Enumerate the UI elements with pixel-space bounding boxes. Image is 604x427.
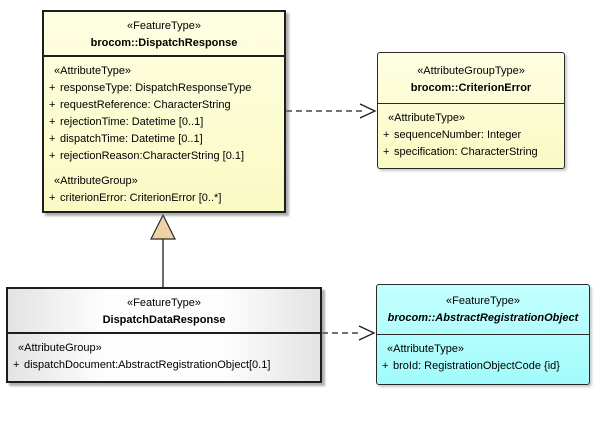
- class-dispatch-response[interactable]: «FeatureType» brocom::DispatchResponse «…: [42, 10, 286, 213]
- attribute-row: + rejectionTime: Datetime [0..1]: [44, 114, 284, 131]
- attribute-group-stereotype: «AttributeGroup»: [8, 340, 320, 357]
- generalization-arrow[interactable]: [150, 213, 176, 287]
- class-criterion-error[interactable]: «AttributeGroupType» brocom::CriterionEr…: [377, 52, 565, 169]
- attributes-compartment: «AttributeType» + sequenceNumber: Intege…: [378, 103, 564, 161]
- visibility-marker: +: [383, 129, 390, 141]
- class-stereotype: «AttributeGroupType»: [417, 65, 525, 77]
- attributes-compartment: «AttributeType» + broId: RegistrationObj…: [377, 334, 589, 375]
- class-header: «FeatureType» brocom::AbstractRegistrati…: [377, 285, 589, 334]
- attributes-compartment: «AttributeGroup» + dispatchDocument:Abst…: [8, 332, 320, 374]
- attribute-row: + requestReference: CharacterString: [44, 97, 284, 114]
- visibility-marker: +: [13, 359, 20, 371]
- attribute-stereotype-label: «AttributeType»: [388, 112, 466, 124]
- attribute-group-stereotype: «AttributeGroup»: [44, 173, 284, 190]
- visibility-marker: +: [49, 82, 56, 94]
- visibility-marker: +: [49, 116, 56, 128]
- attribute-row: + responseType: DispatchResponseType: [44, 80, 284, 97]
- attribute-text: criterionError: CriterionError [0..*]: [60, 192, 222, 204]
- attribute-text: rejectionTime: Datetime [0..1]: [60, 116, 204, 128]
- visibility-marker: +: [49, 133, 56, 145]
- attribute-stereotype-label: «AttributeType»: [387, 343, 465, 355]
- attribute-stereotype-label: «AttributeType»: [54, 65, 132, 77]
- attribute-row: + criterionError: CriterionError [0..*]: [44, 190, 284, 207]
- attribute-row: + sequenceNumber: Integer: [378, 127, 564, 144]
- attribute-row: + dispatchDocument:AbstractRegistrationO…: [8, 357, 320, 374]
- attribute-text: dispatchTime: Datetime [0..1]: [60, 133, 203, 145]
- attribute-text: broId: RegistrationObjectCode {id}: [393, 360, 560, 372]
- attribute-text: sequenceNumber: Integer: [394, 129, 522, 141]
- class-name: brocom::DispatchResponse: [90, 37, 238, 49]
- class-name: DispatchDataResponse: [102, 314, 226, 326]
- attribute-text: specification: CharacterString: [394, 146, 538, 158]
- attribute-text: responseType: DispatchResponseType: [60, 82, 252, 94]
- class-stereotype: «FeatureType»: [127, 297, 201, 309]
- dependency-arrow-abstract-registration-object[interactable]: [322, 325, 376, 341]
- attribute-stereotype: «AttributeType»: [44, 63, 284, 80]
- attribute-row: + broId: RegistrationObjectCode {id}: [377, 358, 589, 375]
- attribute-text: dispatchDocument:AbstractRegistrationObj…: [24, 359, 271, 371]
- class-name: brocom::AbstractRegistrationObject: [387, 312, 579, 324]
- attributes-compartment: «AttributeType» + responseType: Dispatch…: [44, 55, 284, 207]
- class-stereotype: «FeatureType»: [127, 20, 201, 32]
- class-dispatch-data-response[interactable]: «FeatureType» DispatchDataResponse «Attr…: [6, 287, 322, 383]
- class-stereotype: «FeatureType»: [446, 295, 520, 307]
- class-header: «FeatureType» brocom::DispatchResponse: [44, 12, 284, 55]
- visibility-marker: +: [383, 146, 390, 158]
- attribute-group-stereotype-label: «AttributeGroup»: [54, 175, 138, 187]
- attribute-text: rejectionReason:CharacterString [0.1]: [60, 150, 245, 162]
- class-abstract-registration-object[interactable]: «FeatureType» brocom::AbstractRegistrati…: [376, 284, 590, 385]
- class-header: «AttributeGroupType» brocom::CriterionEr…: [378, 53, 564, 103]
- attribute-stereotype: «AttributeType»: [378, 110, 564, 127]
- attribute-row: + dispatchTime: Datetime [0..1]: [44, 131, 284, 148]
- class-header: «FeatureType» DispatchDataResponse: [8, 289, 320, 332]
- visibility-marker: +: [382, 360, 389, 372]
- attribute-row: + specification: CharacterString: [378, 144, 564, 161]
- dependency-arrow-criterion-error[interactable]: [286, 103, 377, 119]
- class-name: brocom::CriterionError: [410, 82, 532, 94]
- attribute-text: requestReference: CharacterString: [60, 99, 231, 111]
- attribute-row: + rejectionReason:CharacterString [0.1]: [44, 148, 284, 165]
- visibility-marker: +: [49, 150, 56, 162]
- attribute-group-stereotype-label: «AttributeGroup»: [18, 342, 102, 354]
- attribute-stereotype: «AttributeType»: [377, 341, 589, 358]
- visibility-marker: +: [49, 192, 56, 204]
- visibility-marker: +: [49, 99, 56, 111]
